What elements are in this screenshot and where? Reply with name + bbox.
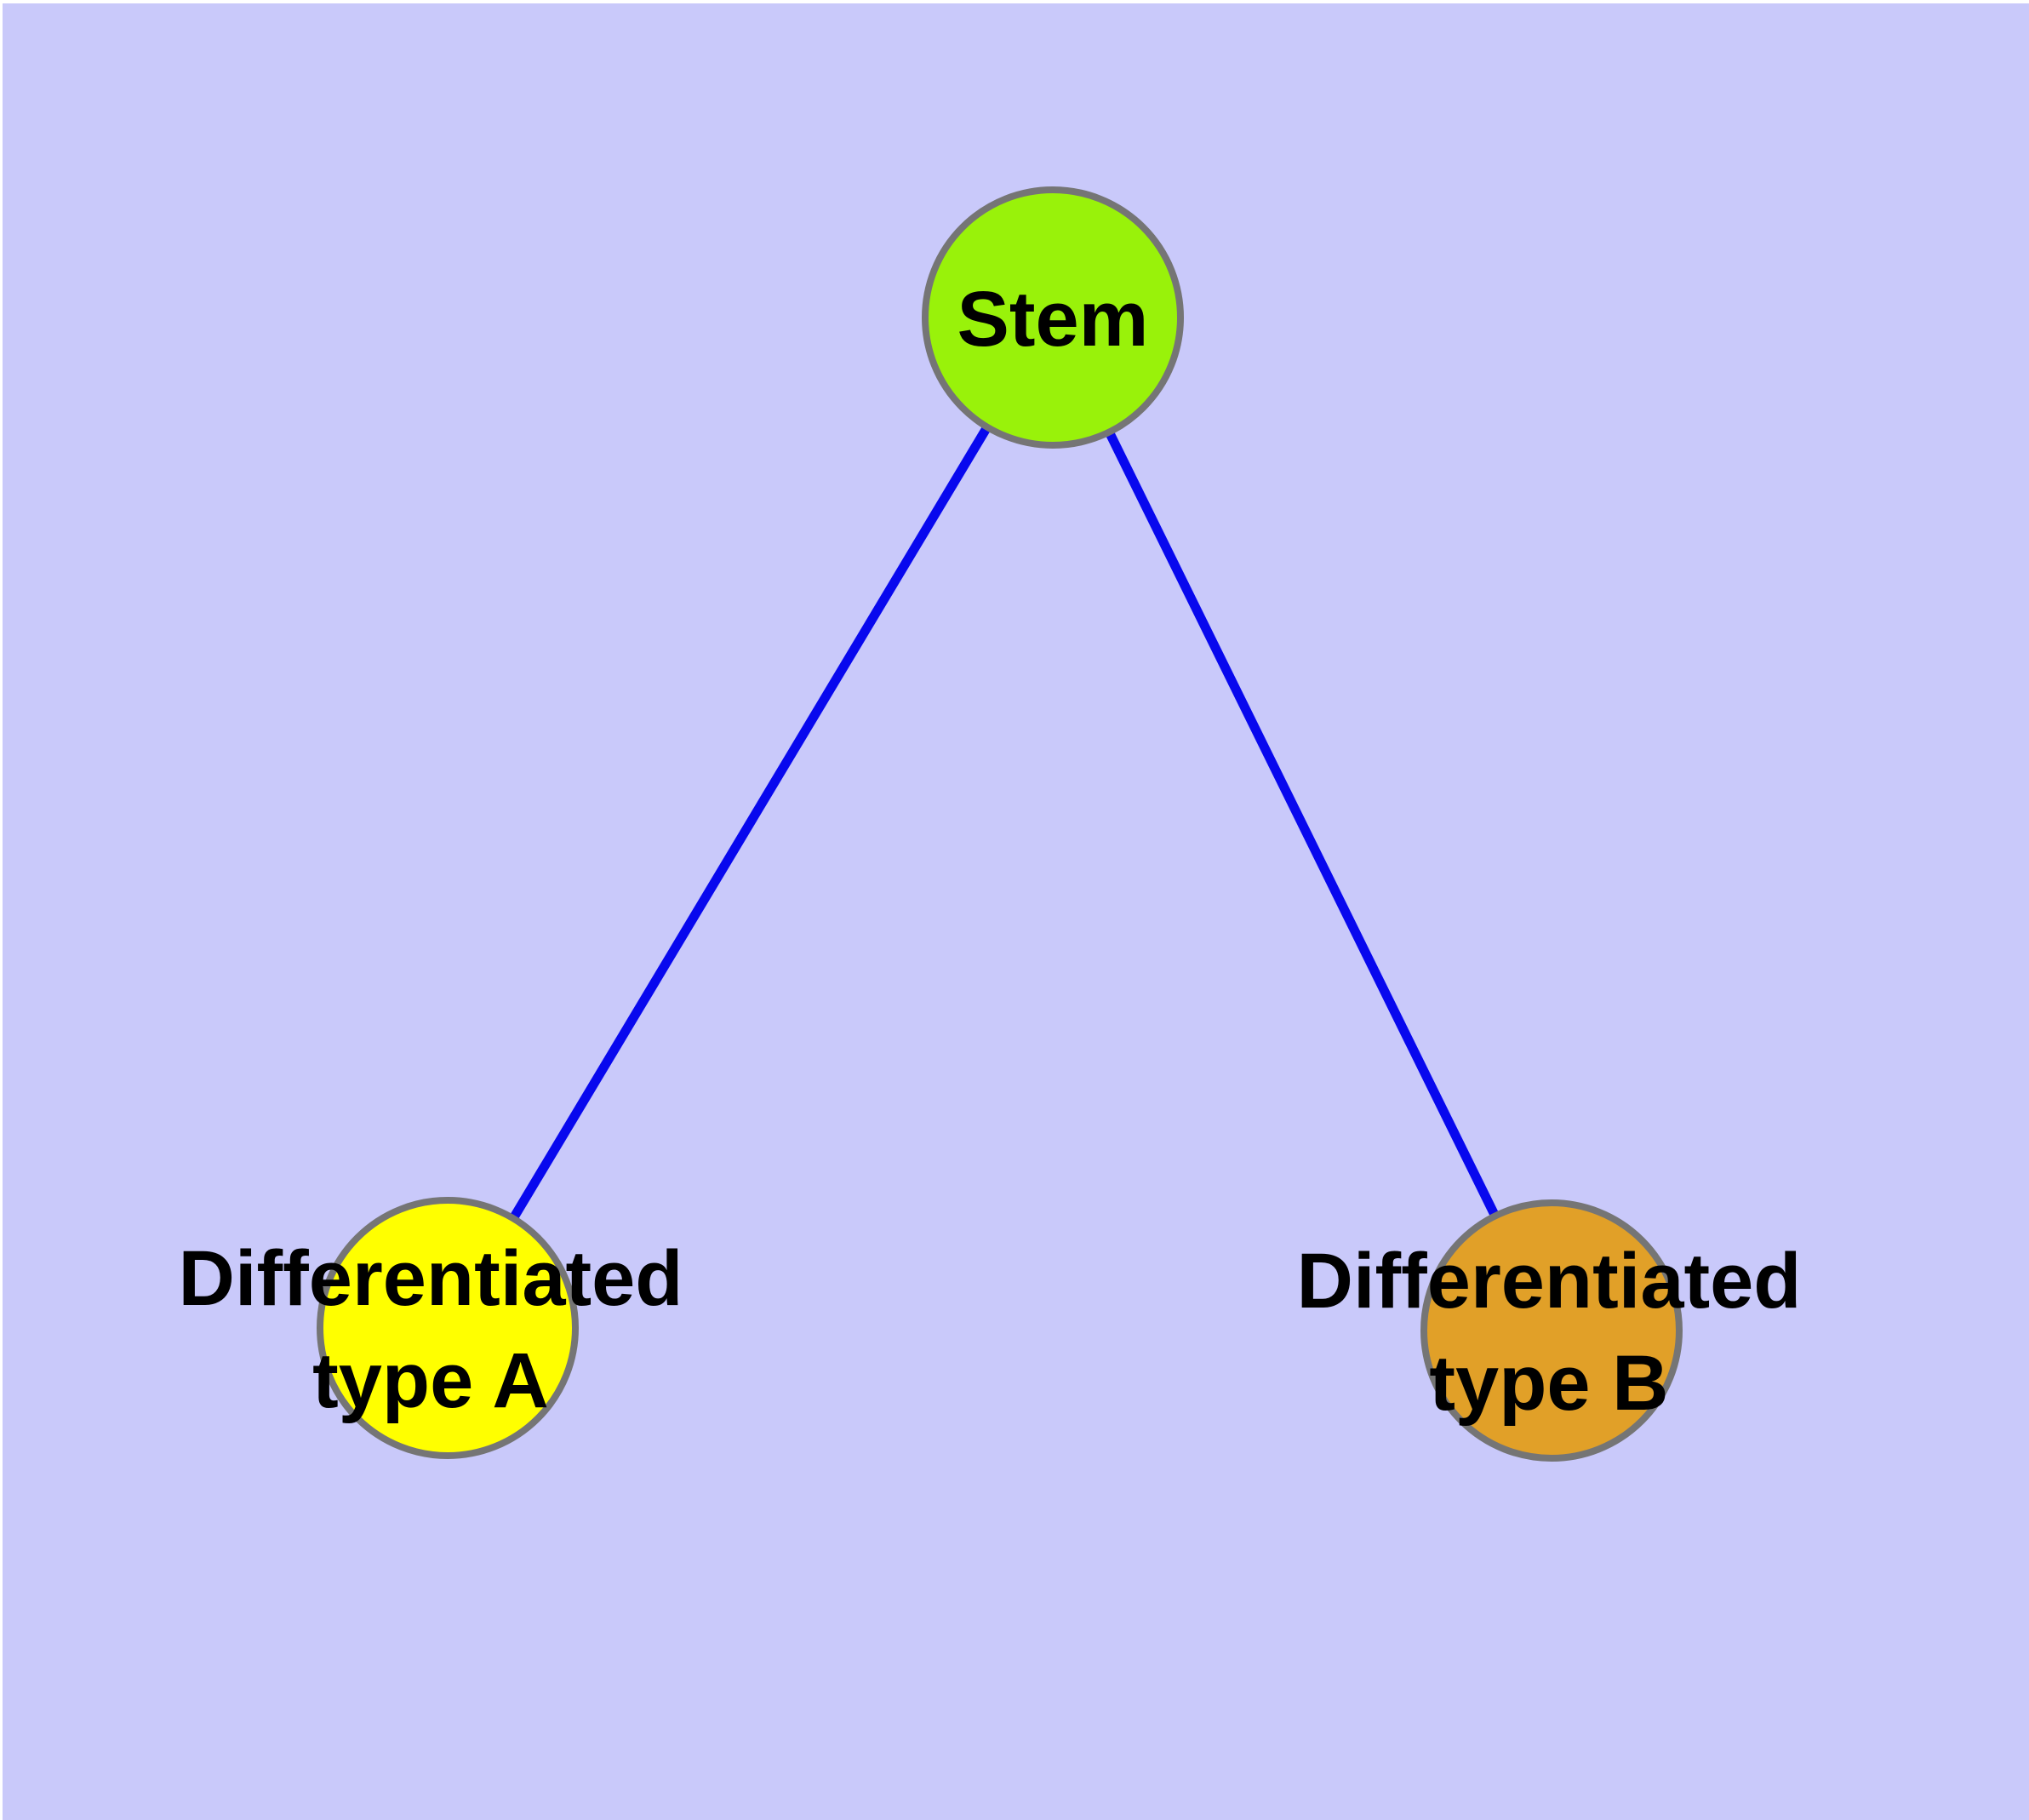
- node-type-b-label: Differentiated type B: [1297, 1230, 1802, 1434]
- node-type-a-label-line1: Differentiated: [178, 1235, 683, 1322]
- node-type-a-label: Differentiated type A: [179, 1228, 683, 1432]
- node-stem-label: Stem: [957, 268, 1149, 370]
- node-stem-label-line: Stem: [957, 276, 1149, 363]
- node-type-a-label-line2: type A: [312, 1337, 549, 1424]
- node-type-b-circle[interactable]: [1420, 1199, 1683, 1462]
- edge-stem-to-type-b[interactable]: [1049, 315, 1556, 1333]
- node-stem-circle[interactable]: [922, 186, 1184, 449]
- edge-stem-to-type-a[interactable]: [443, 315, 1057, 1331]
- node-type-b-label-line1: Differentiated: [1296, 1238, 1802, 1325]
- node-type-b-label-line2: type B: [1429, 1340, 1669, 1427]
- node-type-a-circle[interactable]: [317, 1197, 579, 1459]
